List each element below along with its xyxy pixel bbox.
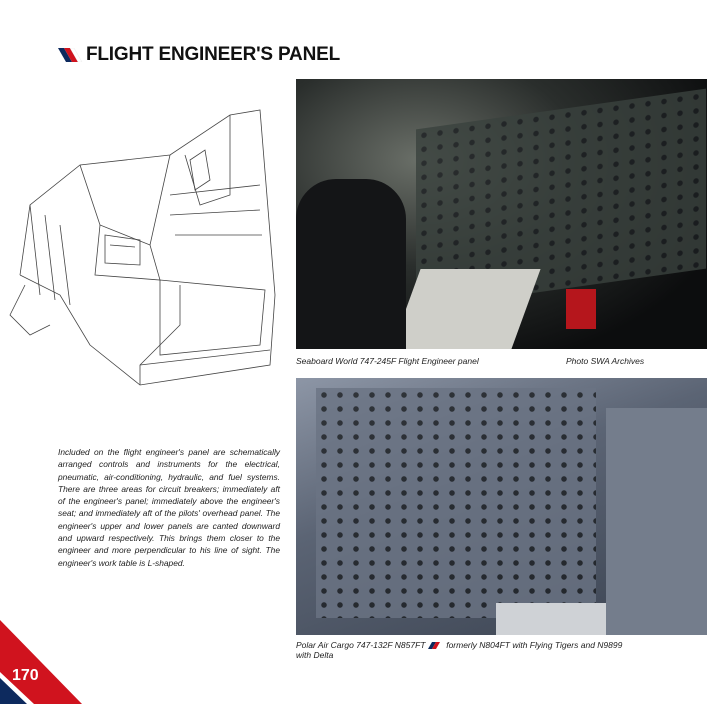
photo1-caption: Seaboard World 747-245F Flight Engineer … — [296, 356, 479, 366]
corner-stripes — [0, 620, 82, 704]
photo2-caption: Polar Air Cargo 747-132F N857FT formerly… — [296, 640, 623, 660]
photo-polar-fe-panel — [296, 378, 707, 635]
heading: FLIGHT ENGINEER'S PANEL — [58, 44, 340, 66]
page-title: FLIGHT ENGINEER'S PANEL — [86, 44, 340, 65]
stripes-logo-icon — [58, 48, 83, 62]
photo1-credit: Photo SWA Archives — [566, 356, 645, 366]
page-number: 170 — [12, 667, 39, 684]
stripes-icon — [427, 642, 440, 650]
body-paragraph: Included on the flight engineer's panel … — [58, 447, 280, 568]
cockpit-sketch — [9, 109, 276, 386]
photo-seaboard-fe-panel — [296, 79, 707, 349]
